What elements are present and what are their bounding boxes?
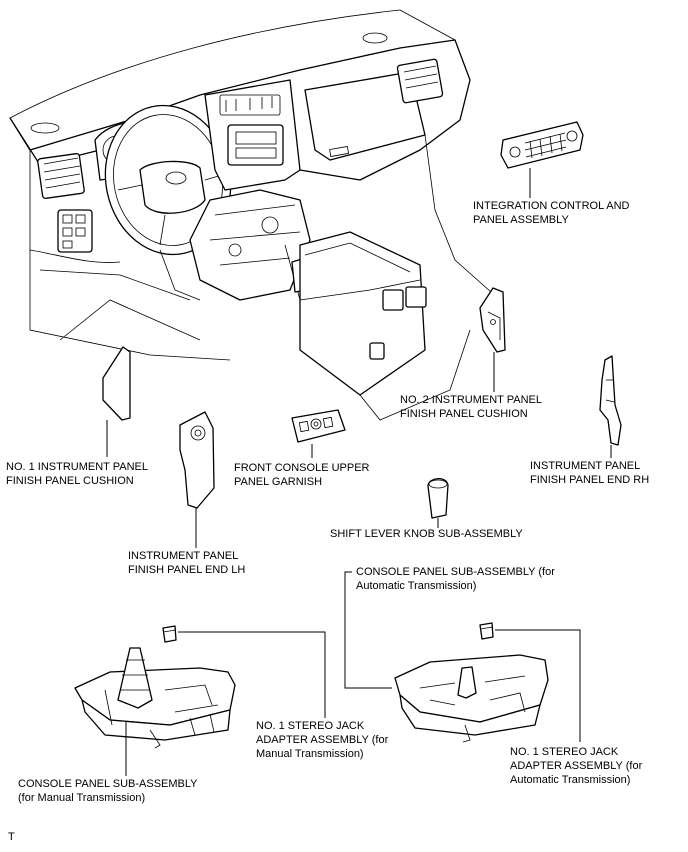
- label-line: Automatic Transmission): [356, 580, 477, 592]
- no1-finish-panel-cushion-part: [102, 346, 131, 421]
- label-line: FINISH PANEL END LH: [128, 564, 246, 576]
- integration-control-panel-part: [500, 121, 584, 169]
- label-line: NO. 1 STEREO JACK: [510, 746, 619, 758]
- label-no1-cushion: NO. 1 INSTRUMENT PANEL FINISH PANEL CUSH…: [6, 460, 148, 488]
- label-integration-control: INTEGRATION CONTROL AND PANEL ASSEMBLY: [473, 199, 629, 227]
- finish-panel-end-lh-part: [179, 411, 215, 509]
- label-shift-lever-knob: SHIFT LEVER KNOB SUB-ASSEMBLY: [330, 527, 523, 541]
- instrument-panel-illustration: [9, 9, 501, 421]
- label-line: INTEGRATION CONTROL AND: [473, 200, 630, 212]
- label-line: PANEL ASSEMBLY: [473, 214, 569, 226]
- label-line: FINISH PANEL CUSHION: [6, 475, 134, 487]
- label-line: FINISH PANEL END RH: [530, 474, 650, 486]
- label-line: ADAPTER ASSEMBLY (for: [510, 760, 643, 772]
- no2-finish-panel-cushion-part: [479, 287, 506, 353]
- label-line: INSTRUMENT PANEL: [128, 550, 239, 562]
- label-line: ADAPTER ASSEMBLY (for: [256, 734, 389, 746]
- label-no2-cushion: NO. 2 INSTRUMENT PANEL FINISH PANEL CUSH…: [400, 393, 542, 421]
- label-line: (for Manual Transmission): [18, 792, 146, 804]
- label-line: Automatic Transmission): [510, 774, 631, 786]
- front-console-garnish-part: [291, 409, 346, 443]
- label-line: PANEL GARNISH: [234, 476, 323, 488]
- label-line: NO. 1 INSTRUMENT PANEL: [6, 461, 149, 473]
- label-line: SHIFT LEVER KNOB SUB-ASSEMBLY: [330, 528, 523, 540]
- label-front-console-garnish: FRONT CONSOLE UPPER PANEL GARNISH: [234, 461, 370, 489]
- label-stereo-jack-mt: NO. 1 STEREO JACK ADAPTER ASSEMBLY (for …: [256, 719, 388, 761]
- finish-panel-end-rh-part: [599, 355, 622, 446]
- label-finish-panel-end-rh: INSTRUMENT PANEL FINISH PANEL END RH: [530, 459, 649, 487]
- label-line: FRONT CONSOLE UPPER: [234, 462, 370, 474]
- label-line: INSTRUMENT PANEL: [530, 460, 641, 472]
- console-panel-mt-part: [74, 647, 236, 749]
- stereo-jack-at-part: [479, 622, 494, 640]
- corner-mark: T: [8, 831, 15, 843]
- label-line: CONSOLE PANEL SUB-ASSEMBLY: [18, 778, 198, 790]
- label-line: NO. 2 INSTRUMENT PANEL: [400, 394, 543, 406]
- console-panel-at-part: [394, 654, 549, 743]
- label-line: NO. 1 STEREO JACK: [256, 720, 365, 732]
- label-console-panel-mt: CONSOLE PANEL SUB-ASSEMBLY (for Manual T…: [18, 777, 198, 805]
- label-line: Manual Transmission): [256, 748, 364, 760]
- label-console-panel-at: CONSOLE PANEL SUB-ASSEMBLY (for Automati…: [356, 565, 555, 593]
- label-finish-panel-end-lh: INSTRUMENT PANEL FINISH PANEL END LH: [128, 549, 245, 577]
- shift-lever-knob-part: [427, 478, 449, 519]
- leader-lines: [106, 168, 612, 776]
- stereo-jack-mt-part: [162, 625, 177, 643]
- label-stereo-jack-at: NO. 1 STEREO JACK ADAPTER ASSEMBLY (for …: [510, 745, 642, 787]
- label-line: FINISH PANEL CUSHION: [400, 408, 528, 420]
- label-line: CONSOLE PANEL SUB-ASSEMBLY (for: [356, 566, 555, 578]
